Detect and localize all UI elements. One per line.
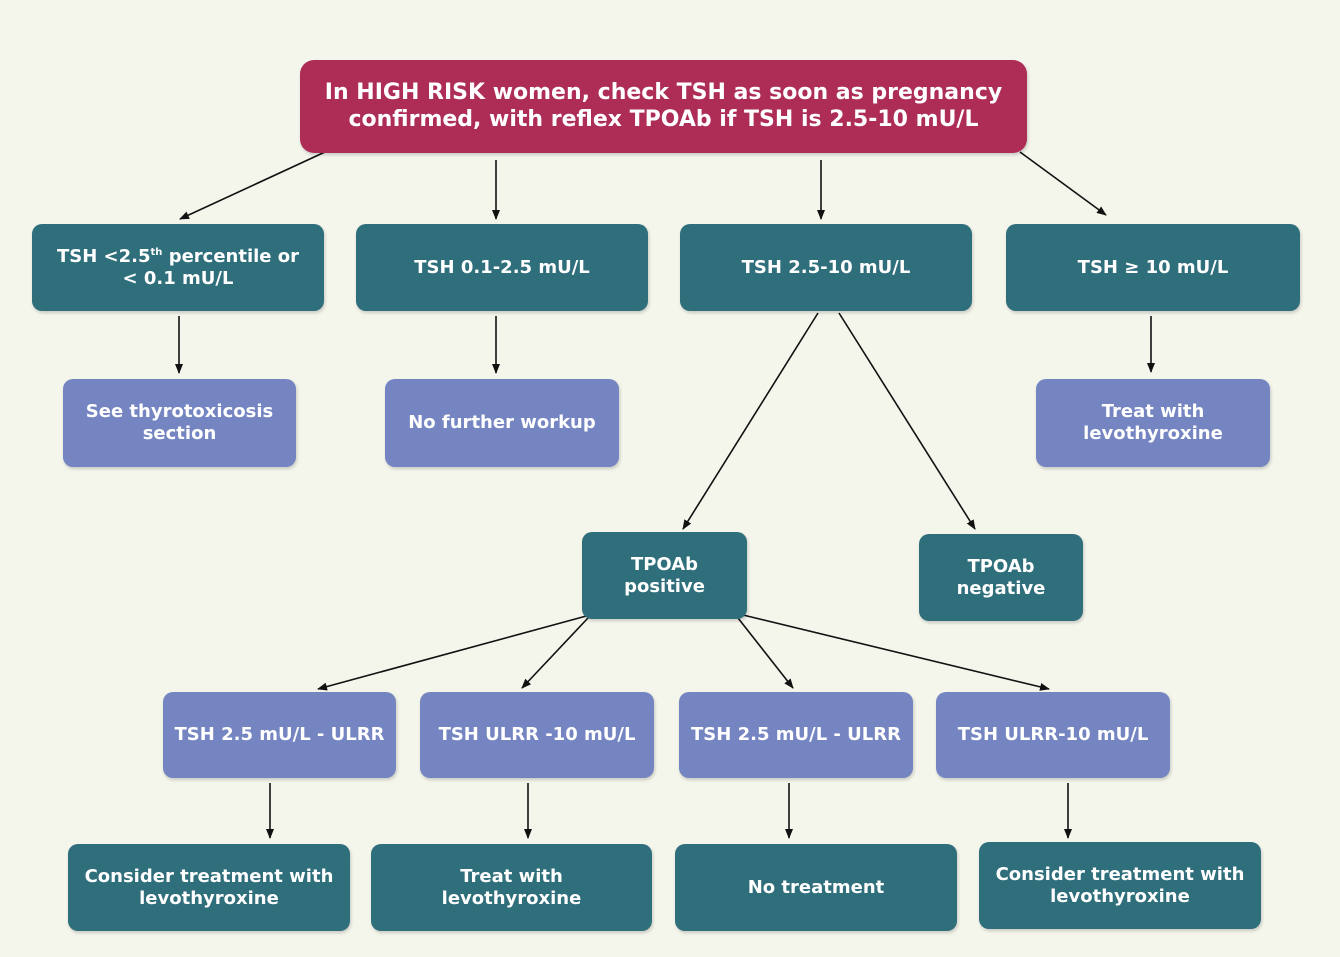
normal-tsh-text: TSH 0.1-2.5 mU/L xyxy=(414,256,590,278)
mid-tsh-box: TSH 2.5-10 mU/L xyxy=(680,224,972,311)
level4-text-1: TSH 2.5 mU/L - ULRR xyxy=(174,724,385,746)
level5-text-3: No treatment xyxy=(747,876,885,898)
level4-text-4: TSH ULRR-10 mU/L xyxy=(957,724,1149,746)
level5-box-2: Treat with levothyroxine xyxy=(371,844,652,931)
low-tsh-suffix: percentile or < 0.1 mU/L xyxy=(122,245,300,289)
low-tsh-box: TSH <2.5th percentile or < 0.1 mU/L xyxy=(32,224,324,311)
level4-text-2: TSH ULRR -10 mU/L xyxy=(438,724,636,746)
level5-text-4: Consider treatment with levothyroxine xyxy=(995,863,1245,907)
low-tsh-sup: th xyxy=(150,246,163,258)
arrow-root-to-high-tsh xyxy=(1019,151,1107,216)
level4-box-1: TSH 2.5 mU/L - ULRR xyxy=(163,692,396,778)
level4-box-3: TSH 2.5 mU/L - ULRR xyxy=(679,692,913,778)
arrow-mid-tsh-to-tpoab-positive xyxy=(682,312,819,530)
tpoab-negative-text: TPOAb negative xyxy=(956,555,1046,599)
tpoab-positive-text: TPOAb positive xyxy=(624,553,705,597)
high-tsh-text: TSH ≥ 10 mU/L xyxy=(1077,256,1229,278)
mid-tsh-text: TSH 2.5-10 mU/L xyxy=(741,256,911,278)
arrow-root-to-low-tsh xyxy=(179,151,326,220)
level5-box-3: No treatment xyxy=(675,844,957,931)
arrow-tpoab-to-level4-b xyxy=(521,617,589,689)
no-workup-text: No further workup xyxy=(408,412,596,434)
arrow-mid-tsh-to-tpoab-negative xyxy=(838,312,976,530)
treat-high-text: Treat with levothyroxine xyxy=(1083,401,1223,444)
level4-box-4: TSH ULRR-10 mU/L xyxy=(936,692,1170,778)
thyrotoxicosis-text: See thyrotoxicosis section xyxy=(85,401,274,444)
low-tsh-prefix: TSH <2.5 xyxy=(56,245,151,267)
thyrotoxicosis-box: See thyrotoxicosis section xyxy=(63,379,296,467)
tpoab-negative-box: TPOAb negative xyxy=(919,534,1083,621)
low-tsh-text: TSH <2.5th percentile or < 0.1 mU/L xyxy=(57,246,299,289)
level5-box-4: Consider treatment with levothyroxine xyxy=(979,842,1261,929)
arrow-tpoab-to-level4-a xyxy=(317,614,591,691)
root-text: In HIGH RISK women, check TSH as soon as… xyxy=(324,80,1003,132)
arrow-tpoab-to-level4-d xyxy=(742,614,1050,691)
level5-text-1: Consider treatment with levothyroxine xyxy=(84,865,334,909)
high-tsh-box: TSH ≥ 10 mU/L xyxy=(1006,224,1300,311)
level5-text-2: Treat with levothyroxine xyxy=(441,865,582,909)
arrow-tpoab-to-level4-c xyxy=(737,617,794,689)
level4-text-3: TSH 2.5 mU/L - ULRR xyxy=(691,724,901,746)
root-box: In HIGH RISK women, check TSH as soon as… xyxy=(300,60,1027,153)
tpoab-positive-box: TPOAb positive xyxy=(582,532,747,619)
level5-box-1: Consider treatment with levothyroxine xyxy=(68,844,350,931)
level4-box-2: TSH ULRR -10 mU/L xyxy=(420,692,654,778)
treat-high-box: Treat with levothyroxine xyxy=(1036,379,1270,467)
normal-tsh-box: TSH 0.1-2.5 mU/L xyxy=(356,224,648,311)
no-workup-box: No further workup xyxy=(385,379,619,467)
